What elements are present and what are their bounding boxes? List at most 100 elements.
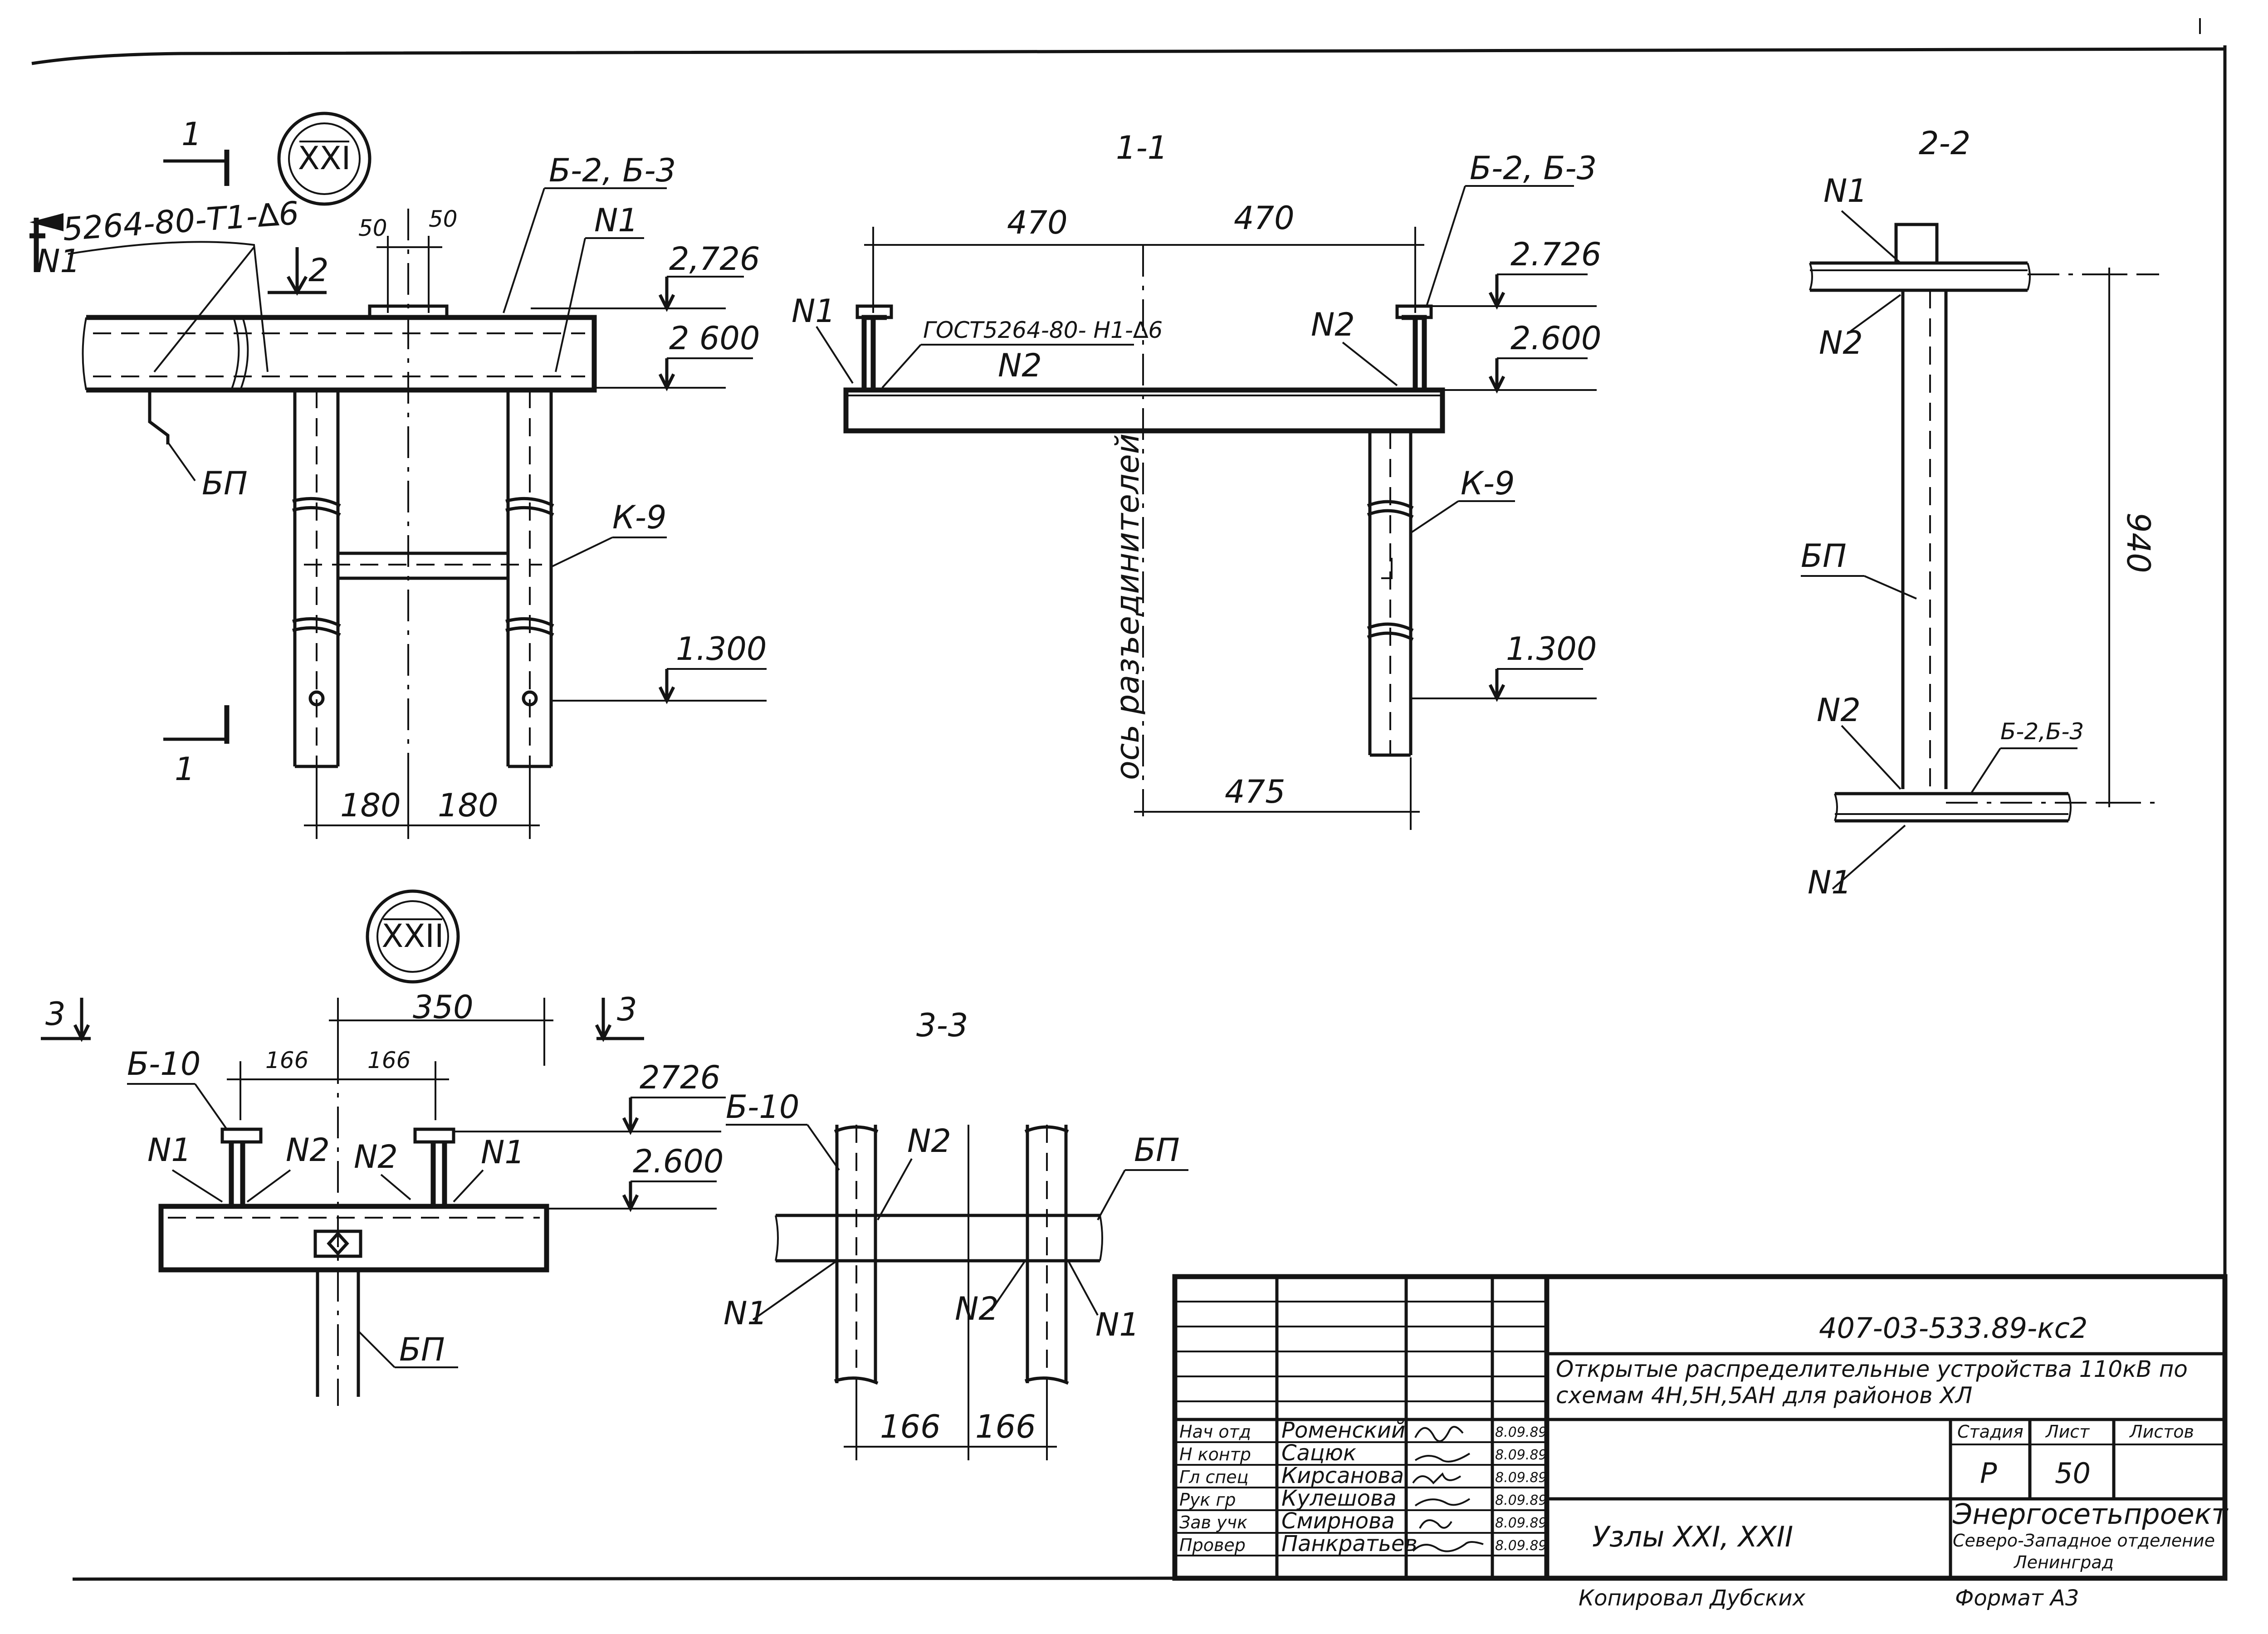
node-badge-xxi: XXI (277, 112, 371, 206)
role-label: Гл спец (1179, 1467, 1249, 1487)
elevation-label: 1.300 (676, 630, 767, 668)
beam-3-3 (775, 1214, 1103, 1263)
beam-1-1 (843, 387, 1445, 434)
section-mark-label: 3 (617, 991, 637, 1028)
elev-1300-xxi: 1.300 (551, 630, 767, 704)
label-n1: N1 (481, 1134, 525, 1171)
header-sheet: Лист (2045, 1422, 2090, 1442)
beam-main-xxi (82, 315, 597, 393)
label-bp: БП (202, 465, 248, 502)
org-branch: Северо-Западное отделение (1953, 1531, 2215, 1551)
dim-label: 475 (1225, 773, 1286, 810)
role-label: Провер (1179, 1535, 1246, 1555)
org-name: Энергосетьпроект (1952, 1497, 2229, 1531)
dim-label: 180 (438, 787, 499, 824)
doc-code: 407-03-533.89-кс2 (1819, 1312, 2087, 1345)
role-label: Н контр (1179, 1444, 1251, 1464)
title-block: 407-03-533.89-кс2 Открытые распределител… (1172, 1274, 2229, 1581)
section-title: 3-3 (916, 1007, 968, 1044)
section-mark-label: 3 (45, 995, 66, 1033)
weld-note: ГОСТ5264-80- Н1-∆6 (923, 317, 1163, 343)
header-stage: Стадия (1957, 1422, 2024, 1442)
role-label: Зав учк (1179, 1512, 1247, 1532)
label-n1: N1 (147, 1132, 191, 1169)
sign-date: 8.09.89 (1495, 1493, 1547, 1508)
column-right-3-3 (1024, 1125, 1069, 1385)
column-left-3-3 (834, 1125, 879, 1385)
label-n2: N2 (286, 1132, 330, 1169)
format-label: Формат А3 (1955, 1585, 2079, 1611)
dim-180-180: 180 180 (304, 766, 540, 839)
dim-label: 166 (367, 1047, 411, 1073)
label-beams: Б-2, Б-3 (549, 152, 676, 189)
section-mark-1-bottom: 1 (163, 705, 230, 788)
dim-label: 50 (429, 206, 458, 232)
elevation-label: 2.726 (1510, 236, 1601, 273)
dim-166-166-xxii: 166 166 (227, 1047, 449, 1120)
dim-label: 180 (340, 787, 401, 824)
dim-label: 166 (880, 1408, 941, 1445)
role-label: Нач отд (1179, 1422, 1251, 1442)
label-n1: N1 (1808, 864, 1852, 901)
dim-470-470: 470 470 (864, 200, 1424, 313)
sign-date: 8.09.89 (1495, 1424, 1547, 1440)
dim-label: 350 (413, 989, 474, 1026)
label-n1-right: N1 (594, 202, 638, 239)
header-sheets: Листов (2129, 1422, 2194, 1442)
section-mark-2: 2 (268, 247, 329, 296)
elevation-label: 2 600 (669, 320, 760, 357)
sign-date: 8.09.89 (1495, 1470, 1547, 1486)
role-label: Рук гр (1179, 1490, 1236, 1510)
label-n2: N2 (354, 1138, 398, 1176)
label-n2: N2 (1819, 324, 1863, 361)
elev-2600-1-1: 2.600 (1442, 320, 1601, 394)
elevation-label: 1.300 (1506, 630, 1597, 668)
section-2-2-view: 2-2 (1801, 125, 2164, 901)
channel-right-1-1 (1395, 304, 1433, 388)
label-b10: Б-10 (127, 1045, 200, 1083)
signatures (1412, 1426, 1484, 1552)
node-badge-xxii: XXII (366, 889, 460, 984)
elevation-label: 2.600 (1510, 320, 1601, 357)
person-name: Кирсанова (1281, 1463, 1404, 1488)
section-title: 1-1 (1116, 129, 1168, 166)
elev-2600-xxi: 2 600 (594, 320, 760, 391)
dim-label: 470 (1007, 204, 1068, 241)
elevation-label: 2.600 (633, 1143, 723, 1180)
dim-label: 166 (265, 1047, 308, 1073)
section-mark-label: 1 (181, 116, 202, 153)
section-mark-1-top: 1 (163, 116, 230, 186)
column-right-xxi (505, 390, 554, 768)
elevation-label: 2726 (640, 1059, 720, 1096)
dim-label: 940 (2120, 512, 2157, 573)
person-name: Панкратьев (1281, 1531, 1418, 1556)
label-bp: БП (1801, 537, 1847, 575)
node-xxii-view: XXII 3 3 350 166 166 (41, 889, 726, 1406)
node-badge-label: XXI (298, 140, 351, 177)
column-left-xxi (292, 390, 341, 768)
node-xxi-view: XXI 1 1 2 (29, 112, 767, 839)
column-xxii (313, 1229, 362, 1397)
person-name: Роменский (1281, 1418, 1405, 1443)
person-name: Сацюк (1281, 1440, 1356, 1466)
label-k9: К-9 (1461, 465, 1515, 502)
column-1-1 (1367, 431, 1414, 757)
dim-940: 940 (2096, 268, 2157, 807)
beam-bottom-2-2 (1834, 792, 2164, 823)
label-n2: N2 (1817, 692, 1861, 729)
person-name: Смирнова (1281, 1508, 1395, 1534)
channel-right-xxii (413, 1127, 455, 1204)
org-city: Ленинград (2013, 1552, 2114, 1572)
channel-left-xxii (220, 1127, 263, 1204)
label-n1: N1 (1823, 172, 1867, 210)
elev-2600-xxii: 2.600 (547, 1143, 723, 1212)
sign-date: 8.09.89 (1495, 1447, 1547, 1463)
sheet-title: Открытые распределительные устройства 11… (1556, 1356, 2188, 1409)
sign-date: 8.09.89 (1495, 1515, 1547, 1531)
label-n1-left: N1 (36, 243, 80, 280)
dim-350: 350 (329, 989, 553, 1066)
elev-1300-1-1: 1.300 (1411, 630, 1597, 702)
label-n1: N1 (723, 1295, 767, 1332)
label-beams: Б-2, Б-3 (1470, 150, 1597, 187)
section-mark-3-left: 3 (41, 995, 91, 1042)
